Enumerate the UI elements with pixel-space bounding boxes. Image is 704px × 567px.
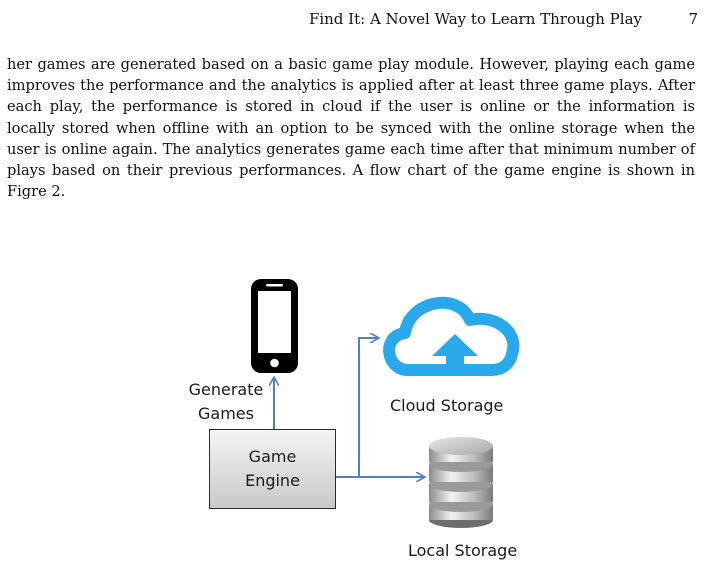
generate-label-line1: Generate — [188, 380, 264, 399]
local-storage-label: Local Storage — [408, 541, 518, 560]
arrow-to-cloud — [336, 338, 378, 478]
smartphone-icon — [251, 279, 298, 373]
cloud-storage-label: Cloud Storage — [390, 396, 504, 415]
engine-label-line1: Game — [248, 447, 297, 466]
database-icon — [429, 437, 493, 528]
flow-diagram — [251, 279, 520, 528]
cloud-upload-icon — [383, 297, 520, 376]
game-engine-flow-figure: Generate Games Game Engine Cloud Storage… — [0, 270, 704, 567]
generate-games-label: Generate Games — [178, 378, 274, 426]
running-title: Find It: A Novel Way to Learn Through Pl… — [308, 10, 642, 28]
engine-label-line2: Engine — [245, 471, 300, 490]
game-engine-label: Game Engine — [228, 445, 318, 493]
body-paragraph: her games are generated based on a basic… — [7, 56, 695, 201]
page-number: 7 — [688, 10, 698, 28]
page-header: Find It: A Novel Way to Learn Through Pl… — [0, 10, 704, 34]
game-engine-box: Game Engine — [209, 429, 336, 509]
generate-label-line2: Games — [198, 404, 254, 423]
